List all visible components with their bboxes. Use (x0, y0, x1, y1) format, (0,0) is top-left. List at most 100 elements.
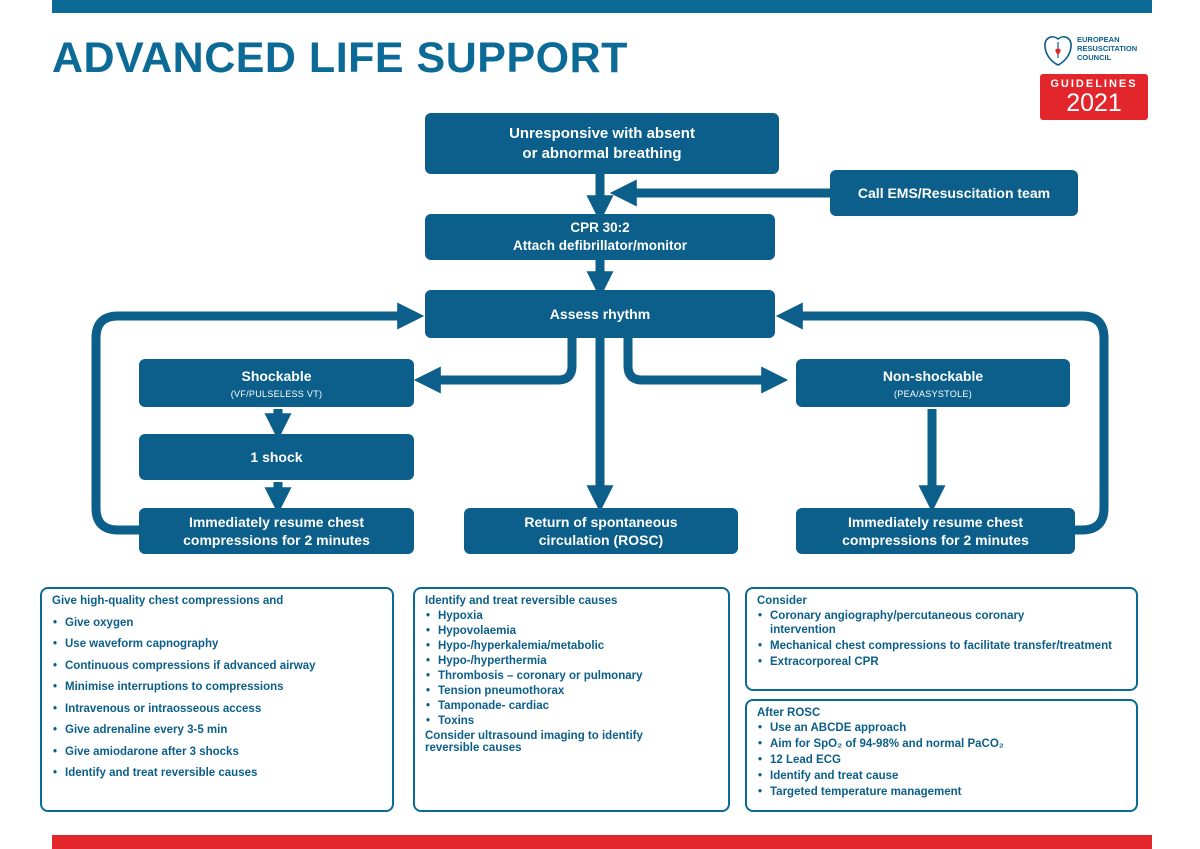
list-item: Use an ABCDE approach (757, 721, 1126, 735)
box-resume-right-line2: compressions for 2 minutes (842, 532, 1029, 548)
logo-org-line1: EUROPEAN (1077, 35, 1120, 44)
list-item-text: Minimise interruptions to compressions (65, 681, 284, 693)
box-rosc-line2: circulation (ROSC) (538, 532, 664, 548)
list-item-text: Hypoxia (438, 610, 483, 622)
list-item-text: Give adrenaline every 3-5 min (65, 724, 228, 736)
list-item-text: Tension pneumothorax (438, 685, 565, 697)
panel-after-rosc: After ROSC Use an ABCDE approach Aim for… (745, 699, 1138, 812)
heart-lungs-icon (1044, 36, 1072, 66)
list-item: Give amiodarone after 3 shocks (52, 746, 382, 758)
box-call-ems-label: Call EMS/Resuscitation team (857, 185, 1051, 201)
guidelines-badge: GUIDELINES 2021 (1040, 74, 1148, 120)
loop-left (91, 302, 425, 535)
box-nonshockable-label: Non-shockable (882, 367, 984, 384)
box-cpr: CPR 30:2 Attach defibrillator/monitor (425, 214, 775, 260)
box-unresponsive: Unresponsive with absent or abnormal bre… (425, 113, 779, 174)
box-one-shock: 1 shock (139, 434, 414, 480)
list-item: Use waveform capnography (52, 638, 382, 650)
list-item-text: Thrombosis – coronary or pulmonary (438, 670, 643, 682)
list-item: Mechanical chest compressions to facilit… (757, 639, 1126, 653)
box-shockable-label: Shockable (241, 367, 312, 384)
list-item-text: Mechanical chest compressions to facilit… (770, 640, 1112, 652)
list-item-text: Use an ABCDE approach (770, 722, 907, 734)
list-item-text: 12 Lead ECG (770, 754, 841, 766)
logo-org-line2: RESUSCITATION (1077, 44, 1138, 53)
box-nonshockable-sub: (PEA/ASYSTOLE) (893, 388, 973, 399)
panel-reversible-footer-line1: Consider ultrasound imaging to identify (425, 730, 643, 742)
list-item-text: Give amiodarone after 3 shocks (65, 745, 239, 758)
loop-right (775, 302, 1109, 535)
list-item: Hypovolaemia (425, 625, 718, 637)
list-item: Tension pneumothorax (425, 685, 718, 697)
list-item: Coronary angiography/percutaneous corona… (757, 609, 1126, 637)
list-item-text: Identify and treat cause (770, 770, 899, 782)
box-resume-left-line2: compressions for 2 minutes (183, 532, 370, 548)
box-call-ems: Call EMS/Resuscitation team (830, 170, 1078, 216)
list-item-text: Hypo-/hyperkalemia/metabolic (438, 640, 605, 652)
bottom-bar (52, 835, 1152, 849)
list-item-text: Identify and treat reversible causes (65, 767, 258, 779)
arrow-assess-to-nonshockable (623, 338, 789, 394)
list-item: Toxins (425, 715, 718, 727)
list-item-text: Hypo-/hyperthermia (438, 655, 547, 667)
list-item: Thrombosis – coronary or pulmonary (425, 670, 718, 682)
list-item-text: Targeted temperature management (770, 786, 962, 798)
list-item-text: Toxins (438, 715, 475, 727)
list-item: Extracorporeal CPR (757, 655, 1126, 669)
box-assess-label: Assess rhythm (549, 306, 651, 322)
box-resume-left: Immediately resume chest compressions fo… (139, 508, 414, 554)
panel-consider-heading: Consider (757, 595, 807, 607)
list-item-text: Aim for SpO₂ of 94-98% and normal PaCO₂ (770, 738, 1004, 750)
box-rosc-line1: Return of spontaneous (524, 514, 678, 530)
box-resume-left-line1: Immediately resume chest (188, 514, 365, 530)
list-item-text: Give oxygen (65, 616, 134, 629)
list-item: Tamponade- cardiac (425, 700, 718, 712)
box-resume-right: Immediately resume chest compressions fo… (796, 508, 1075, 554)
list-item: Aim for SpO₂ of 94-98% and normal PaCO₂ (757, 737, 1126, 751)
box-one-shock-label: 1 shock (250, 449, 303, 465)
panel-during-cpr-heading: Give high-quality chest compressions and (52, 595, 284, 607)
page-title: ADVANCED LIFE SUPPORT (52, 34, 628, 82)
list-item-text: Hypovolaemia (438, 625, 516, 637)
list-item: Give oxygen (52, 617, 382, 629)
list-item-text: Use waveform capnography (65, 638, 219, 650)
logo-guidelines: GUIDELINES (1050, 78, 1138, 90)
box-shockable: Shockable (VF/PULSELESS VT) (139, 359, 414, 407)
panel-reversible-heading: Identify and treat reversible causes (425, 595, 618, 607)
box-assess-rhythm: Assess rhythm (425, 290, 775, 338)
list-item: 12 Lead ECG (757, 753, 1126, 767)
list-item: Minimise interruptions to compressions (52, 681, 382, 693)
box-cpr-line2: Attach defibrillator/monitor (512, 238, 687, 253)
list-item-text: Extracorporeal CPR (770, 656, 879, 668)
erc-logo: EUROPEAN RESUSCITATION COUNCIL GUIDELINE… (1040, 32, 1152, 120)
box-unresponsive-line2: or abnormal breathing (522, 144, 682, 162)
list-item: Hypo-/hyperthermia (425, 655, 718, 667)
logo-org-line3: COUNCIL (1077, 53, 1112, 62)
arrow-assess-to-shockable (413, 338, 577, 394)
panel-during-cpr: Give high-quality chest compressions and… (40, 587, 394, 812)
list-item-text: Tamponade- cardiac (438, 700, 549, 712)
list-item: Give adrenaline every 3-5 min (52, 724, 382, 736)
list-item: Identify and treat cause (757, 769, 1126, 783)
panel-after-rosc-heading: After ROSC (757, 707, 821, 719)
list-item: Targeted temperature management (757, 785, 1126, 799)
list-item-text: Intravenous or intraosseous access (65, 702, 262, 715)
box-shockable-sub: (VF/PULSELESS VT) (230, 388, 323, 399)
top-bar (52, 0, 1152, 13)
list-item: Intravenous or intraosseous access (52, 703, 382, 715)
list-item: Hypoxia (425, 610, 718, 622)
list-item-text: Continuous compressions if advanced airw… (65, 659, 316, 672)
logo-year: 2021 (1066, 89, 1122, 117)
panel-reversible-footer: Consider ultrasound imaging to identify … (425, 730, 718, 754)
list-item: Hypo-/hyperkalemia/metabolic (425, 640, 718, 652)
list-item-text: Coronary angiography/percutaneous corona… (770, 610, 1025, 622)
list-item-text-cont: intervention (770, 624, 836, 636)
box-rosc: Return of spontaneous circulation (ROSC) (464, 508, 738, 554)
box-resume-right-line1: Immediately resume chest (847, 514, 1024, 530)
list-item: Continuous compressions if advanced airw… (52, 660, 382, 672)
list-item: Identify and treat reversible causes (52, 767, 382, 779)
panel-reversible-causes: Identify and treat reversible causes Hyp… (413, 587, 730, 812)
box-nonshockable: Non-shockable (PEA/ASYSTOLE) (796, 359, 1070, 407)
box-cpr-line1: CPR 30:2 (570, 220, 630, 235)
